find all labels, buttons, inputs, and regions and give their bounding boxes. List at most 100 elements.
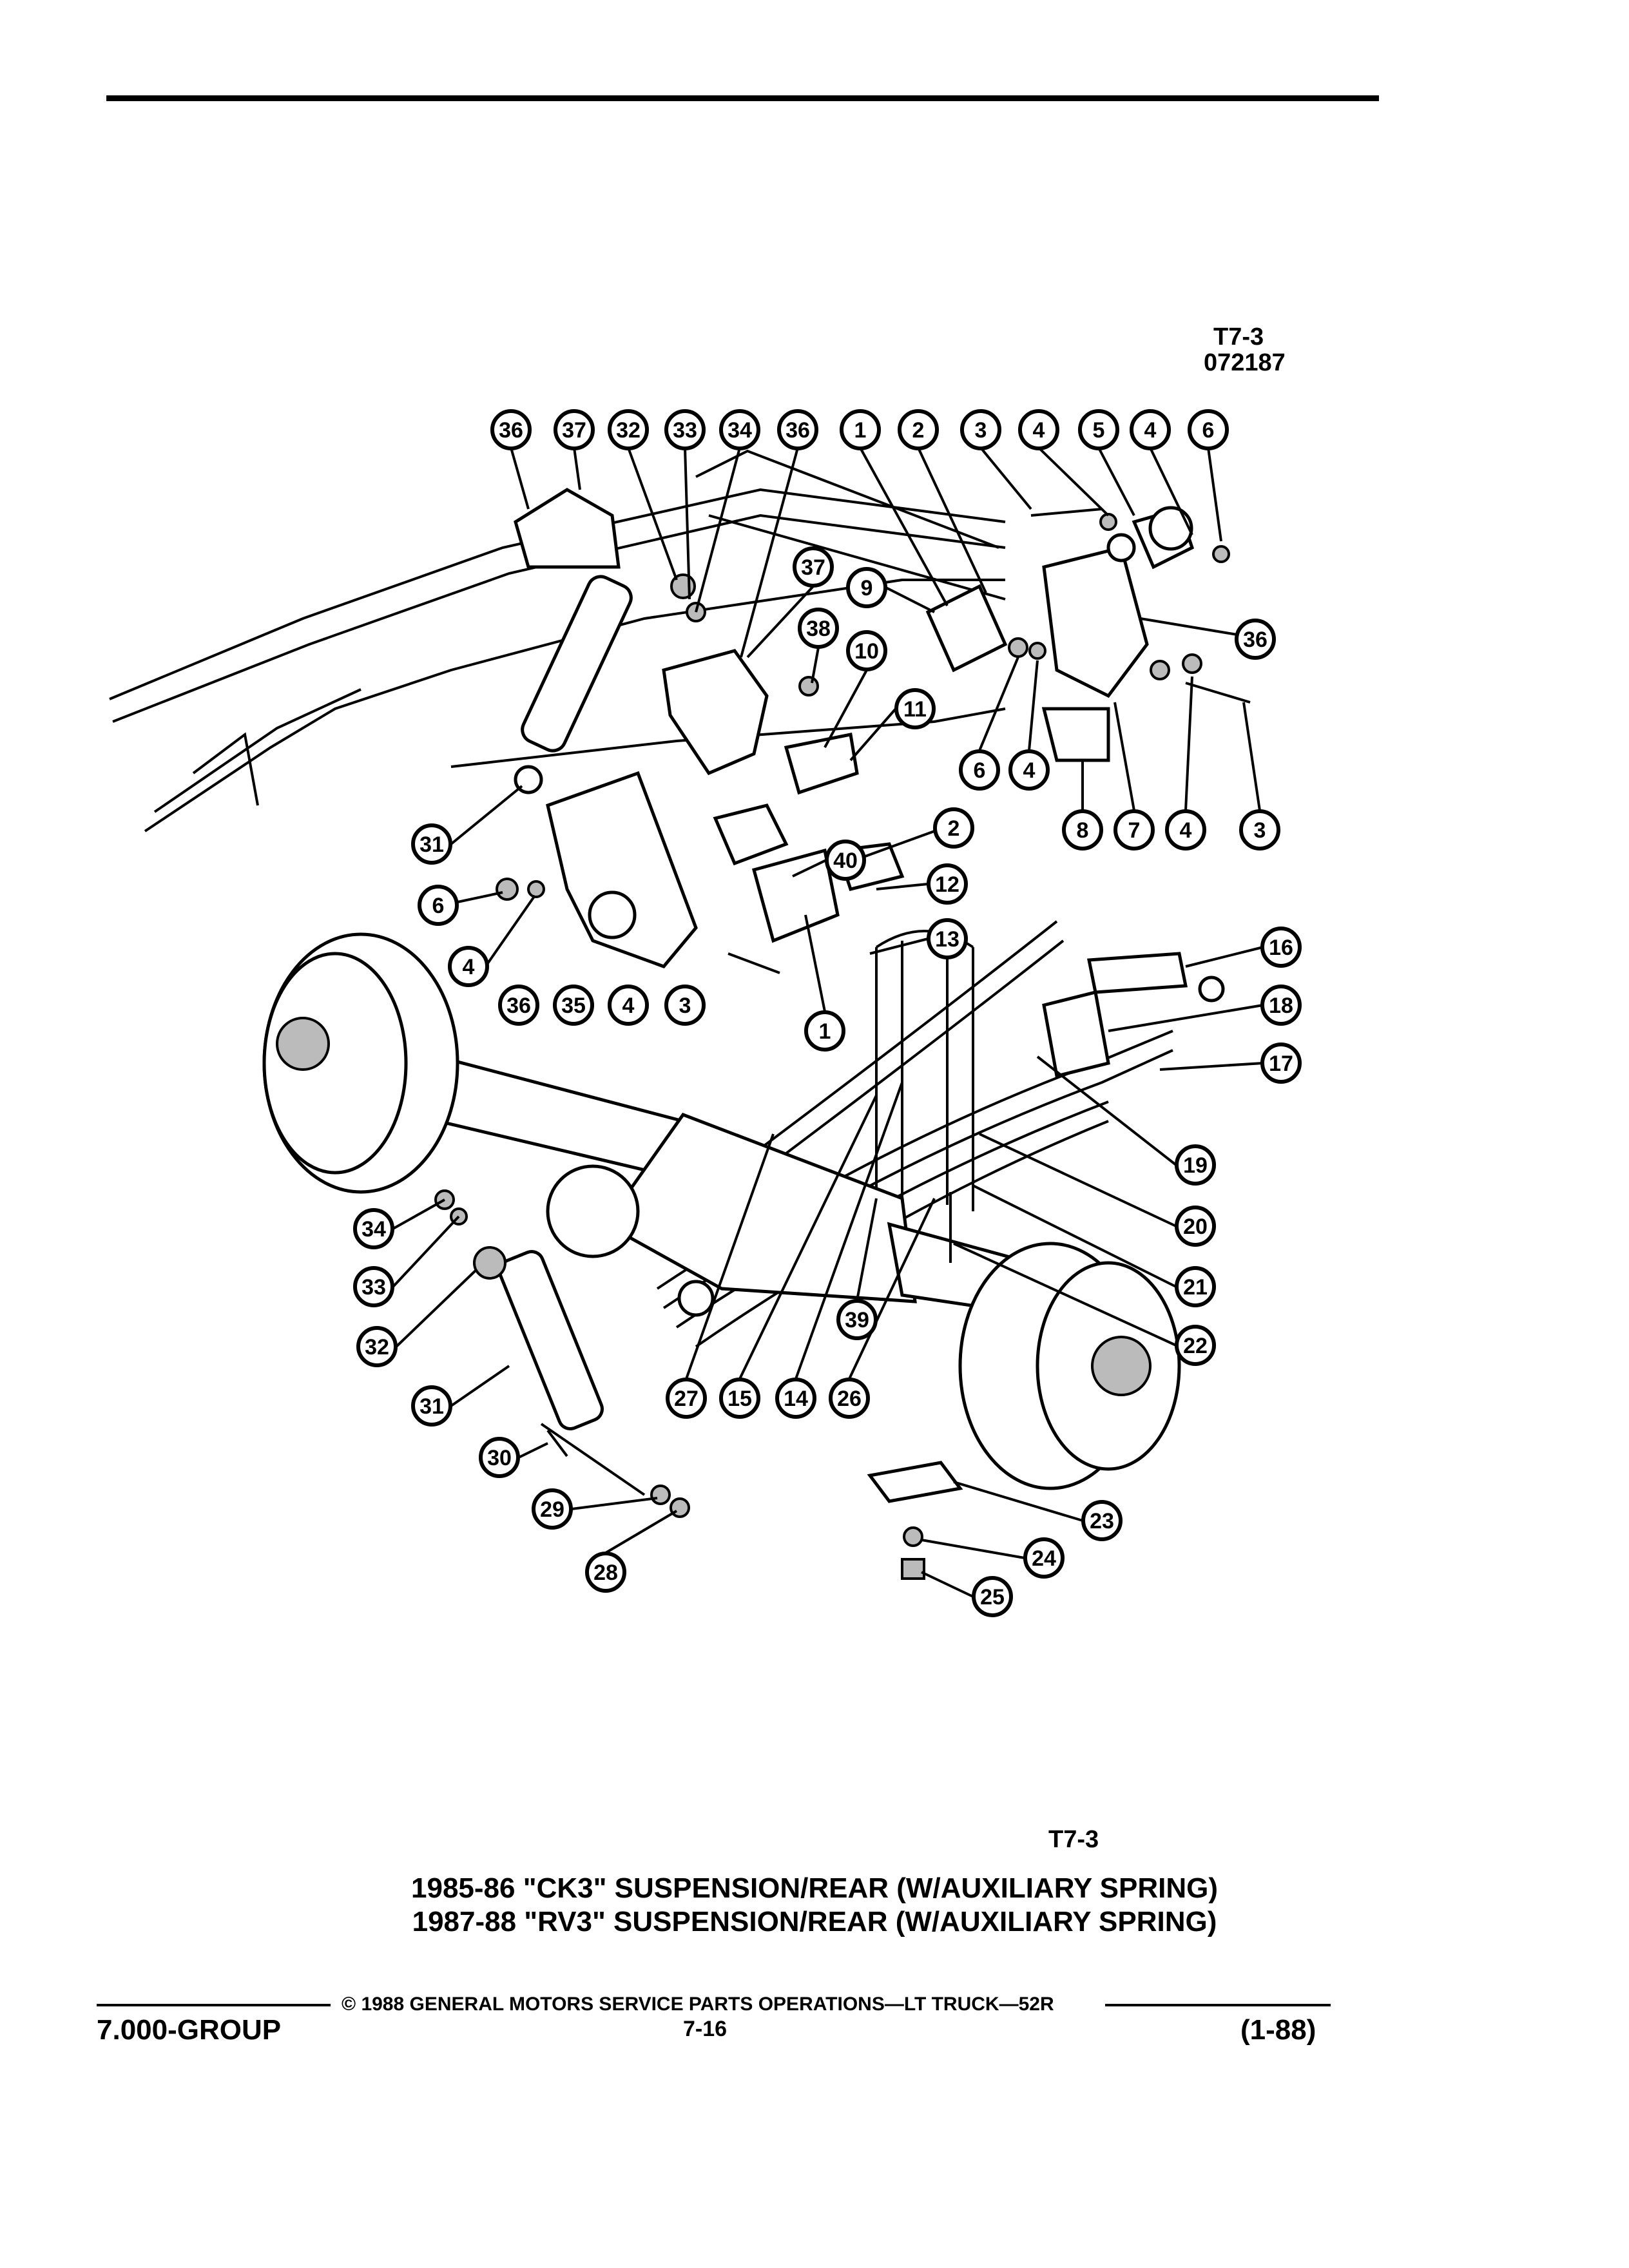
callout-number: 39 — [845, 1308, 869, 1332]
callout-circle — [927, 863, 968, 905]
callout-number: 37 — [562, 418, 586, 443]
callout-circle — [836, 1299, 878, 1340]
callout-16: 16 — [1260, 927, 1302, 968]
callout-3: 3 — [1239, 809, 1280, 850]
callout-circle — [664, 409, 706, 450]
callout-34: 34 — [353, 1208, 394, 1249]
callout-number: 21 — [1183, 1275, 1208, 1300]
callout-31: 31 — [411, 823, 452, 865]
callout-6: 6 — [418, 885, 459, 926]
callout-number: 1 — [819, 1019, 831, 1044]
callout-circle — [353, 1208, 394, 1249]
callout-number: 23 — [1090, 1509, 1114, 1533]
callout-circle — [1235, 619, 1276, 660]
callout-3: 3 — [960, 409, 1001, 450]
callout-number: 6 — [974, 758, 986, 783]
callout-circle — [479, 1437, 520, 1478]
callout-circle — [448, 946, 489, 987]
callout-number: 34 — [361, 1217, 386, 1242]
callout-number: 4 — [463, 955, 475, 979]
callout-2: 2 — [898, 409, 939, 450]
callout-number: 36 — [499, 418, 523, 443]
callout-circle — [585, 1552, 626, 1593]
callout-15: 15 — [719, 1378, 760, 1419]
callout-number: 11 — [903, 697, 927, 722]
callout-number: 32 — [616, 418, 641, 443]
callout-36: 36 — [498, 985, 539, 1026]
callout-number: 2 — [912, 418, 925, 443]
callout-32: 32 — [356, 1326, 398, 1367]
callout-number: 24 — [1032, 1546, 1056, 1571]
callout-1: 1 — [840, 409, 881, 450]
callout-circle — [798, 608, 839, 649]
callout-26: 26 — [829, 1378, 870, 1419]
callout-circle — [1188, 409, 1229, 450]
callout-circle — [1260, 927, 1302, 968]
callout-circle — [894, 688, 936, 729]
callout-circle — [719, 1378, 760, 1419]
callout-number: 40 — [833, 849, 858, 873]
diagram-artwork — [109, 447, 1264, 1598]
callout-circle — [1260, 985, 1302, 1026]
callout-2: 2 — [933, 807, 974, 849]
callout-23: 23 — [1081, 1500, 1123, 1541]
callout-circle — [804, 1010, 845, 1052]
callout-28: 28 — [585, 1552, 626, 1593]
callout-circle — [490, 409, 532, 450]
callout-circle — [1081, 1500, 1123, 1541]
callout-13: 13 — [927, 918, 968, 959]
page-number: 7-16 — [683, 2017, 728, 2041]
callout-32: 32 — [608, 409, 649, 450]
callout-number: 4 — [1023, 758, 1036, 783]
callout-circle — [1023, 1537, 1065, 1579]
callout-number: 9 — [861, 576, 873, 601]
callout-34: 34 — [719, 409, 760, 450]
callout-circle — [532, 1488, 573, 1530]
callout-6: 6 — [959, 749, 1000, 791]
callout-circle — [664, 985, 706, 1026]
figure-id: 072187 — [1204, 349, 1286, 376]
callout-4: 4 — [1008, 749, 1050, 791]
callout-circle — [1008, 749, 1050, 791]
callout-circle — [719, 409, 760, 450]
callout-number: 36 — [786, 418, 810, 443]
callout-number: 6 — [432, 894, 445, 918]
callout-number: 28 — [593, 1561, 618, 1585]
top-rule — [106, 95, 1379, 101]
figure-title-line2: 1987-88 "RV3" SUSPENSION/REAR (W/AUXILIA… — [412, 1906, 1217, 1937]
revision-date: (1-88) — [1240, 2014, 1316, 2046]
callout-30: 30 — [479, 1437, 520, 1478]
callout-number: 10 — [854, 639, 879, 664]
callout-37: 37 — [793, 546, 834, 588]
callout-number: 34 — [728, 418, 752, 443]
callout-6: 6 — [1188, 409, 1229, 450]
callout-circle — [775, 1378, 816, 1419]
callout-circle — [793, 546, 834, 588]
callout-number: 22 — [1183, 1334, 1208, 1358]
callout-circle — [927, 918, 968, 959]
figure-title-line1: 1985-86 "CK3" SUSPENSION/REAR (W/AUXILIA… — [411, 1872, 1218, 1904]
callout-circle — [840, 409, 881, 450]
callout-number: 4 — [1180, 818, 1192, 843]
callout-number: 12 — [935, 872, 959, 897]
group-label: 7.000-GROUP — [97, 2014, 282, 2046]
callout-circle — [1130, 409, 1171, 450]
callout-number: 2 — [948, 816, 960, 841]
footer-rule-right — [1105, 2004, 1331, 2006]
callout-number: 3 — [975, 418, 987, 443]
callout-number: 20 — [1183, 1215, 1208, 1239]
callout-5: 5 — [1078, 409, 1119, 450]
callout-circle — [1175, 1266, 1216, 1307]
callout-number: 8 — [1077, 818, 1089, 843]
callout-number: 30 — [487, 1446, 512, 1470]
footer-rule-left — [97, 2004, 331, 2006]
callout-8: 8 — [1062, 809, 1103, 850]
callout-circle — [608, 409, 649, 450]
callout-circle — [1078, 409, 1119, 450]
callout-circle — [498, 985, 539, 1026]
callout-circle — [1018, 409, 1059, 450]
callout-circle — [1175, 1325, 1216, 1366]
callout-number: 14 — [784, 1387, 808, 1411]
